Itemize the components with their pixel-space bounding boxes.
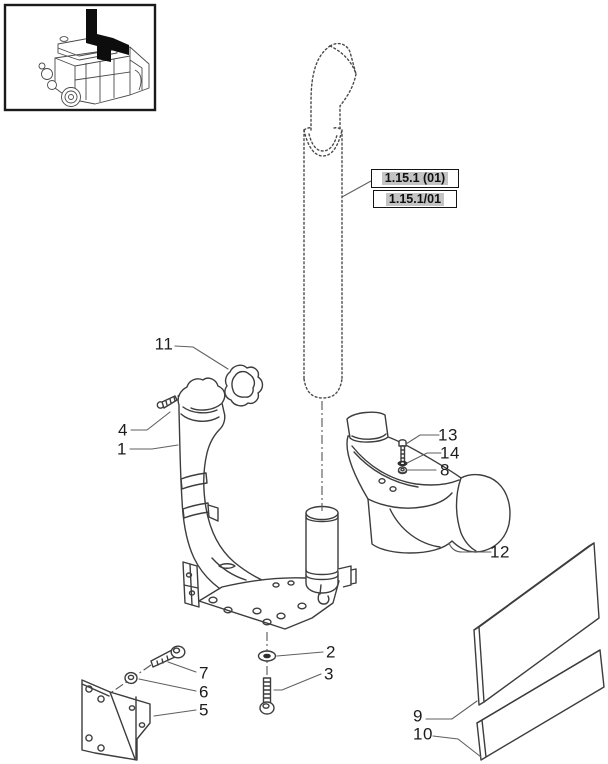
callout-8[interactable]: 8 bbox=[440, 460, 450, 480]
pipe-side-bracket bbox=[182, 561, 200, 608]
part-11-gasket bbox=[224, 364, 264, 407]
engine-thumbnail bbox=[3, 3, 157, 112]
part-7-bolt bbox=[150, 645, 186, 668]
part-14-washer bbox=[397, 460, 408, 467]
callout-2[interactable]: 2 bbox=[326, 642, 336, 662]
callout-10[interactable]: 10 bbox=[413, 724, 433, 744]
exhaust-location-marker bbox=[86, 9, 129, 62]
callout-14[interactable]: 14 bbox=[440, 443, 460, 463]
muffler-stack-reference bbox=[303, 42, 357, 399]
reference-leader bbox=[341, 180, 372, 198]
reference-link-secondary[interactable]: 1.15.1/01 bbox=[373, 190, 457, 208]
part-1-mounting-plate bbox=[198, 577, 340, 630]
reference-link-primary-label: 1.15.1 (01) bbox=[381, 172, 449, 185]
callout-12[interactable]: 12 bbox=[490, 542, 510, 562]
callout-4[interactable]: 4 bbox=[118, 420, 128, 440]
callout-leaders bbox=[129, 345, 492, 758]
callout-9[interactable]: 9 bbox=[413, 706, 423, 726]
part-3-bolt bbox=[259, 677, 275, 715]
part-10-panel bbox=[476, 649, 605, 761]
part-1-exhaust-elbow bbox=[177, 377, 293, 608]
callout-13[interactable]: 13 bbox=[438, 425, 458, 445]
part-12-heat-shield bbox=[346, 411, 511, 554]
reference-link-secondary-label: 1.15.1/01 bbox=[385, 192, 445, 206]
callout-1[interactable]: 1 bbox=[117, 439, 127, 459]
part-1-muffler-seat bbox=[305, 505, 357, 605]
part-2-washer bbox=[257, 650, 277, 662]
part-8-nut bbox=[397, 466, 408, 475]
callout-5[interactable]: 5 bbox=[199, 700, 209, 720]
callout-3[interactable]: 3 bbox=[324, 664, 334, 684]
callout-6[interactable]: 6 bbox=[199, 682, 209, 702]
part-5-support-bracket bbox=[81, 679, 151, 761]
part-6-washer bbox=[124, 671, 138, 685]
engine-line-art bbox=[38, 36, 150, 107]
callout-11[interactable]: 11 bbox=[154, 334, 174, 354]
reference-link-primary[interactable]: 1.15.1 (01) bbox=[371, 169, 459, 188]
callout-7[interactable]: 7 bbox=[199, 663, 209, 683]
part-9-panel bbox=[473, 542, 600, 706]
